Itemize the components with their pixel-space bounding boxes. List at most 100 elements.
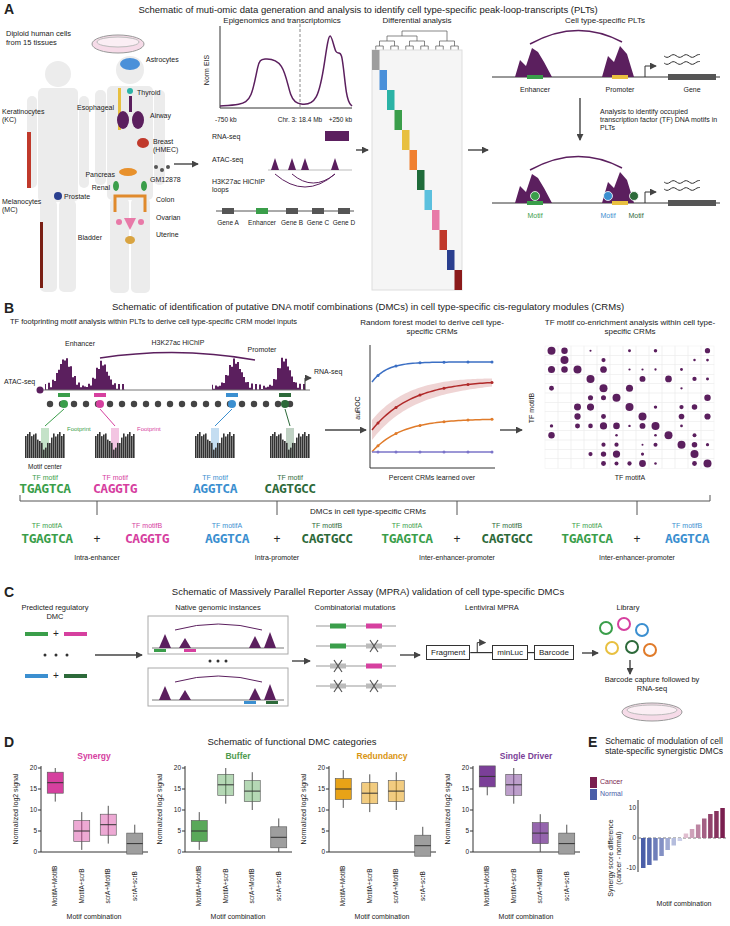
motif-logo: AGGTCA: [205, 532, 249, 547]
ellipsis-dot: [225, 660, 228, 663]
coenrichment-dot: [704, 394, 710, 400]
plasmid: [626, 641, 638, 653]
flow-arrow: [500, 429, 522, 430]
synergy-bar: [690, 829, 695, 838]
genomic-instance-frame: [148, 616, 288, 654]
boxplot-median: [191, 831, 207, 832]
coenrichment-dot: [706, 443, 709, 446]
locus-marker: [300, 24, 301, 108]
axis-tick: [38, 831, 41, 832]
matrix-cell: [623, 384, 636, 393]
plot-axis: [185, 766, 186, 852]
label-text: TF motifB: [312, 522, 342, 530]
matrix-cell: [701, 412, 714, 421]
tick-label: scrA+MotifB: [393, 868, 400, 903]
coenrichment-dot: [706, 377, 709, 380]
label-text: Chr. 3: 18.4 Mb: [278, 116, 322, 123]
footprint-bar: [201, 436, 203, 458]
footprint-bar: [99, 432, 101, 458]
label-text: TF motifB: [132, 522, 162, 530]
coenrichment-dot: [704, 413, 710, 419]
matrix-cell: [558, 421, 571, 430]
motif-logo: CAGTGCC: [301, 532, 352, 547]
label-text: +: [53, 628, 59, 640]
matrix-cell: [662, 412, 675, 421]
matrix-cell: [584, 393, 597, 402]
axis-tick: [470, 810, 473, 811]
footprint-bar: [292, 443, 294, 458]
body-part: [131, 198, 150, 293]
footprint-bar: [290, 448, 292, 458]
atac-peak: [179, 638, 191, 648]
label-text: Keratinocytes (KC): [2, 108, 48, 124]
matrix-cell: [636, 431, 649, 440]
synergy-bar: [678, 838, 683, 841]
panel-title: Schematic of identification of putative …: [112, 302, 624, 313]
coenrichment-dot: [589, 350, 591, 352]
axis-title: Normalized log2 signal: [300, 774, 308, 845]
tf-protein: [119, 401, 125, 407]
matrix-cell: [571, 365, 584, 374]
bound-tf: [96, 400, 104, 408]
footprint-bar: [119, 443, 121, 458]
matrix-cell: [649, 459, 662, 468]
footprint-bar: [276, 436, 278, 458]
tick-label: 15: [462, 785, 469, 792]
footprint-bar: [280, 433, 282, 458]
track-baseline: [40, 390, 310, 391]
matrix-cell: [610, 355, 623, 364]
auroc-point: [467, 451, 470, 454]
coenrichment-dot: [601, 461, 606, 466]
mutation-mark: [334, 680, 342, 692]
footprint-bar: [63, 434, 65, 458]
motif-logo: TGAGTCA: [19, 482, 70, 497]
matrix-cell: [571, 459, 584, 468]
coenrichment-dot: [600, 422, 607, 429]
axis-tick: [182, 831, 185, 832]
bracket-drop: [457, 501, 458, 515]
matrix-cell: [662, 440, 675, 449]
tf-protein: [47, 401, 53, 407]
boxplot-median: [127, 843, 143, 844]
boxplot-box: [191, 821, 207, 842]
coenrichment-dot: [561, 356, 569, 364]
ovary-organ: [116, 219, 122, 225]
coenrichment-dot: [614, 443, 618, 447]
transcript: [664, 187, 700, 190]
heatmap-block: [417, 170, 425, 190]
tick-label: 10: [462, 806, 469, 813]
matrix-cell: [649, 365, 662, 374]
matrix-cell: [701, 459, 714, 468]
label-text: Norm EIS: [203, 55, 211, 85]
footprint-bar: [197, 434, 199, 458]
footprint-bar: [55, 436, 57, 458]
footprint-bar: [61, 436, 63, 458]
tick-label: 10: [629, 804, 636, 811]
tick-label: MotifA+scrB: [78, 868, 85, 903]
motif-logo: TGAGTCA: [21, 532, 72, 547]
footprint-bar: [45, 448, 47, 458]
footprint-bar: [282, 440, 284, 458]
coenrichment-dot: [692, 442, 698, 448]
bound-tf: [531, 192, 540, 201]
footprint-bar: [270, 436, 272, 458]
matrix-cell: [688, 402, 701, 411]
matrix-cell: [584, 402, 597, 411]
coenrichment-dot: [587, 375, 595, 383]
matrix-cell: [675, 384, 688, 393]
motif-site: [330, 624, 346, 629]
coenrichment-dot: [665, 376, 672, 383]
label-text: Bladder: [78, 234, 102, 242]
matrix-cell: [558, 365, 571, 374]
astrocyte-organ: [120, 58, 140, 70]
matrix-cell: [636, 449, 649, 458]
dendrogram-branch: [421, 46, 429, 50]
panel-letter: E: [588, 734, 597, 750]
label-text: Predicted regulatory DMC: [13, 604, 98, 621]
construct-element-box: Barcode: [534, 645, 574, 660]
matrix-cell: [636, 421, 649, 430]
label-text: Enhancer: [520, 86, 550, 94]
label-text: Motif: [600, 212, 615, 220]
motif-logo: AGGTCA: [193, 482, 237, 497]
motif-site: [366, 624, 382, 629]
